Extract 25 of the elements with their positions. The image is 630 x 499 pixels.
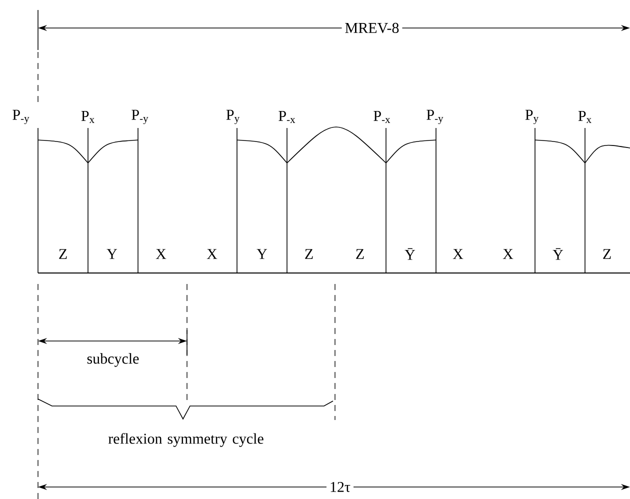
- pulse-label: P$_{-y}$: [426, 110, 444, 124]
- pulse-label: P$_{x}$: [578, 111, 592, 123]
- pulse-label: P$_{y}$: [226, 110, 240, 124]
- pulse-label: P$_{x}$: [81, 111, 94, 123]
- pulse-label: P$_{-y}$: [12, 110, 30, 124]
- interval-label: Y: [106, 249, 118, 259]
- dimension-label: 12τ: [326, 478, 354, 496]
- interval-label: Y: [256, 249, 268, 259]
- dimension-label: subcycle: [87, 353, 139, 367]
- interval-label: X: [156, 249, 166, 259]
- interval-label: Z: [603, 249, 611, 259]
- interval-label: Z: [305, 249, 313, 259]
- interval-label: X: [502, 249, 514, 259]
- pulse-label: P$_{-y}$: [132, 110, 148, 124]
- dimension-label: MREV-8: [342, 20, 402, 36]
- pulse-label: P$_{-x}$: [278, 111, 296, 123]
- interval-label: Z: [356, 249, 364, 259]
- brace-label: reflexion symmetry cycle: [108, 433, 264, 447]
- pulse-label: P$_{-x}$: [374, 111, 390, 123]
- pulse-label: P$_{y}$: [525, 110, 538, 124]
- interval-label: Ȳ: [552, 248, 564, 260]
- interval-label: X: [452, 249, 464, 259]
- interval-label: Z: [59, 249, 67, 259]
- interval-label: X: [206, 249, 218, 259]
- interval-label: Ȳ: [404, 248, 416, 260]
